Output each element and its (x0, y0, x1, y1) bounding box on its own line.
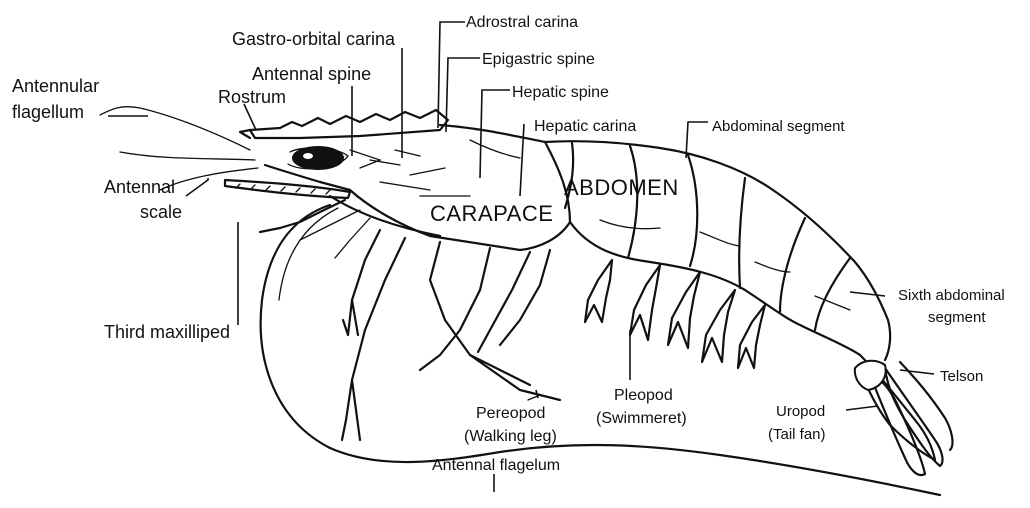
pleopods (585, 260, 765, 368)
antennal-scale (225, 180, 350, 198)
antennular-flagellum-upper (100, 107, 250, 150)
label-third-maxilliped: Third maxilliped (104, 322, 230, 342)
eye (292, 146, 344, 170)
label-pereopod-line1: Pereopod (476, 405, 545, 422)
label-rostrum: Rostrum (218, 87, 286, 107)
pleopod-3 (668, 272, 700, 348)
segment-inner-3 (755, 262, 790, 272)
pereopod-2 (342, 238, 405, 440)
leader-uropod (846, 406, 878, 410)
label-antennal-scale-line1: Antennal (104, 177, 175, 197)
antennular-flagellum-lower (120, 152, 255, 160)
carapace-groove-2 (410, 168, 445, 175)
segment-inner-1 (600, 220, 660, 229)
leader-epigastric (446, 58, 480, 132)
eye-highlight (303, 153, 313, 159)
pleopod-1 (585, 260, 612, 322)
leader-sixth-abdominal (850, 292, 885, 296)
label-sixth-abdominal-line1: Sixth abdominal (898, 287, 1005, 304)
tail-base (855, 361, 886, 390)
label-abdomen: ABDOMEN (564, 175, 679, 200)
label-sixth-abdominal-line2: segment (928, 309, 986, 326)
label-pleopod-line1: Pleopod (614, 387, 673, 404)
rostrum (250, 110, 448, 138)
label-epigastric-spine: Epigastric spine (482, 51, 595, 68)
label-antennal-spine: Antennal spine (252, 64, 371, 84)
pleopod-5 (738, 305, 765, 368)
label-adrostral-carina: Adrostral carina (466, 14, 578, 31)
label-abdominal-segment: Abdominal segment (712, 118, 845, 135)
label-telson: Telson (940, 368, 983, 385)
segment-line-2 (628, 146, 637, 258)
segment-line-5 (780, 218, 805, 312)
abdomen-ventral (570, 222, 860, 355)
pleopod-4 (702, 290, 735, 362)
leader-adrostral (438, 22, 465, 128)
segment-line-4 (739, 178, 745, 288)
label-carapace: CARAPACE (430, 201, 553, 226)
leader-abdominal-segment (686, 122, 708, 158)
label-antennular-line1: Antennular (12, 76, 99, 96)
segment-line-3 (688, 155, 697, 266)
label-hepatic-spine: Hepatic spine (512, 84, 609, 101)
pereopod-4 (420, 248, 490, 370)
label-pereopod-line2: (Walking leg) (464, 428, 557, 445)
rostrum-tip (240, 130, 250, 138)
label-uropod-line2: (Tail fan) (768, 426, 826, 443)
label-antennal-scale-line2: scale (140, 202, 182, 222)
hepatic-carina-line (380, 182, 430, 190)
label-gastro-orbital-carina: Gastro-orbital carina (232, 29, 396, 49)
segment-line-6 (815, 258, 850, 330)
antennal-spine-mark (350, 150, 380, 168)
label-uropod-line1: Uropod (776, 403, 825, 420)
mouthpart-3 (335, 218, 370, 258)
segment-inner-2 (700, 232, 740, 246)
carapace-groove-1 (395, 150, 420, 156)
third-maxilliped (260, 200, 345, 232)
uropod-1 (870, 375, 925, 475)
leader-telson (900, 370, 934, 374)
pleopod-2 (630, 265, 660, 340)
carapace-groove-4 (470, 140, 520, 158)
leader-rostrum (244, 104, 256, 130)
label-antennal-flagelum: Antennal flagelum (432, 457, 560, 474)
antennal-flagellum-whip-2 (279, 208, 338, 300)
leader-antennal-scale (186, 178, 208, 196)
pereopod-1 (343, 230, 380, 335)
leader-hepatic-carina (520, 124, 524, 196)
label-pleopod-line2: (Swimmeret) (596, 410, 687, 427)
label-antennular-line2: flagellum (12, 102, 84, 122)
label-hepatic-carina: Hepatic carina (534, 118, 636, 135)
